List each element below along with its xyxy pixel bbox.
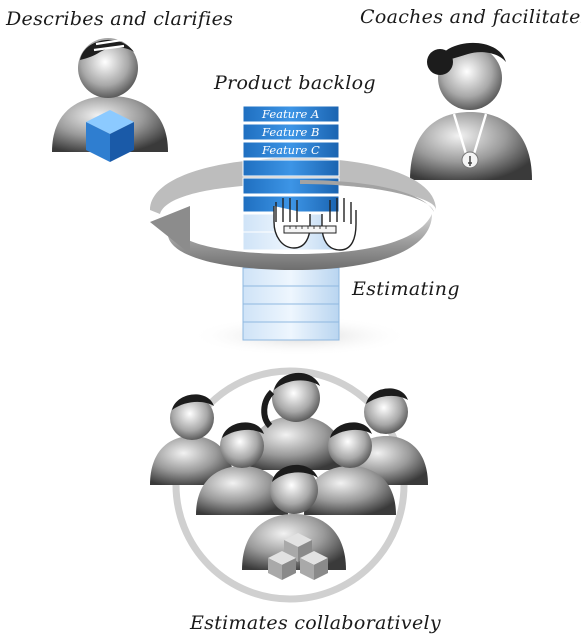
cube-icon	[86, 110, 134, 162]
backlog-title: Product backlog	[214, 72, 376, 94]
scrum-master-label: Coaches and facilitates	[360, 6, 581, 28]
feature-label: Feature B	[261, 125, 319, 139]
hands-ruler-icon	[273, 198, 357, 251]
estimating-ring-front	[168, 180, 434, 270]
product-backlog-stack	[242, 105, 340, 341]
team-figures	[150, 372, 428, 570]
feature-label: Feature A	[261, 107, 319, 121]
arrow-icon	[150, 206, 190, 254]
estimating-ring-back	[150, 158, 436, 214]
feature-label: Feature C	[261, 143, 320, 157]
scrum-master-figure	[410, 42, 532, 180]
estimating-label: Estimating	[352, 278, 460, 300]
cubes-icon	[268, 533, 328, 580]
product-owner-label: Describes and clarifies	[6, 8, 234, 30]
product-owner-figure	[52, 38, 168, 162]
team-label: Estimates collaboratively	[190, 612, 441, 634]
